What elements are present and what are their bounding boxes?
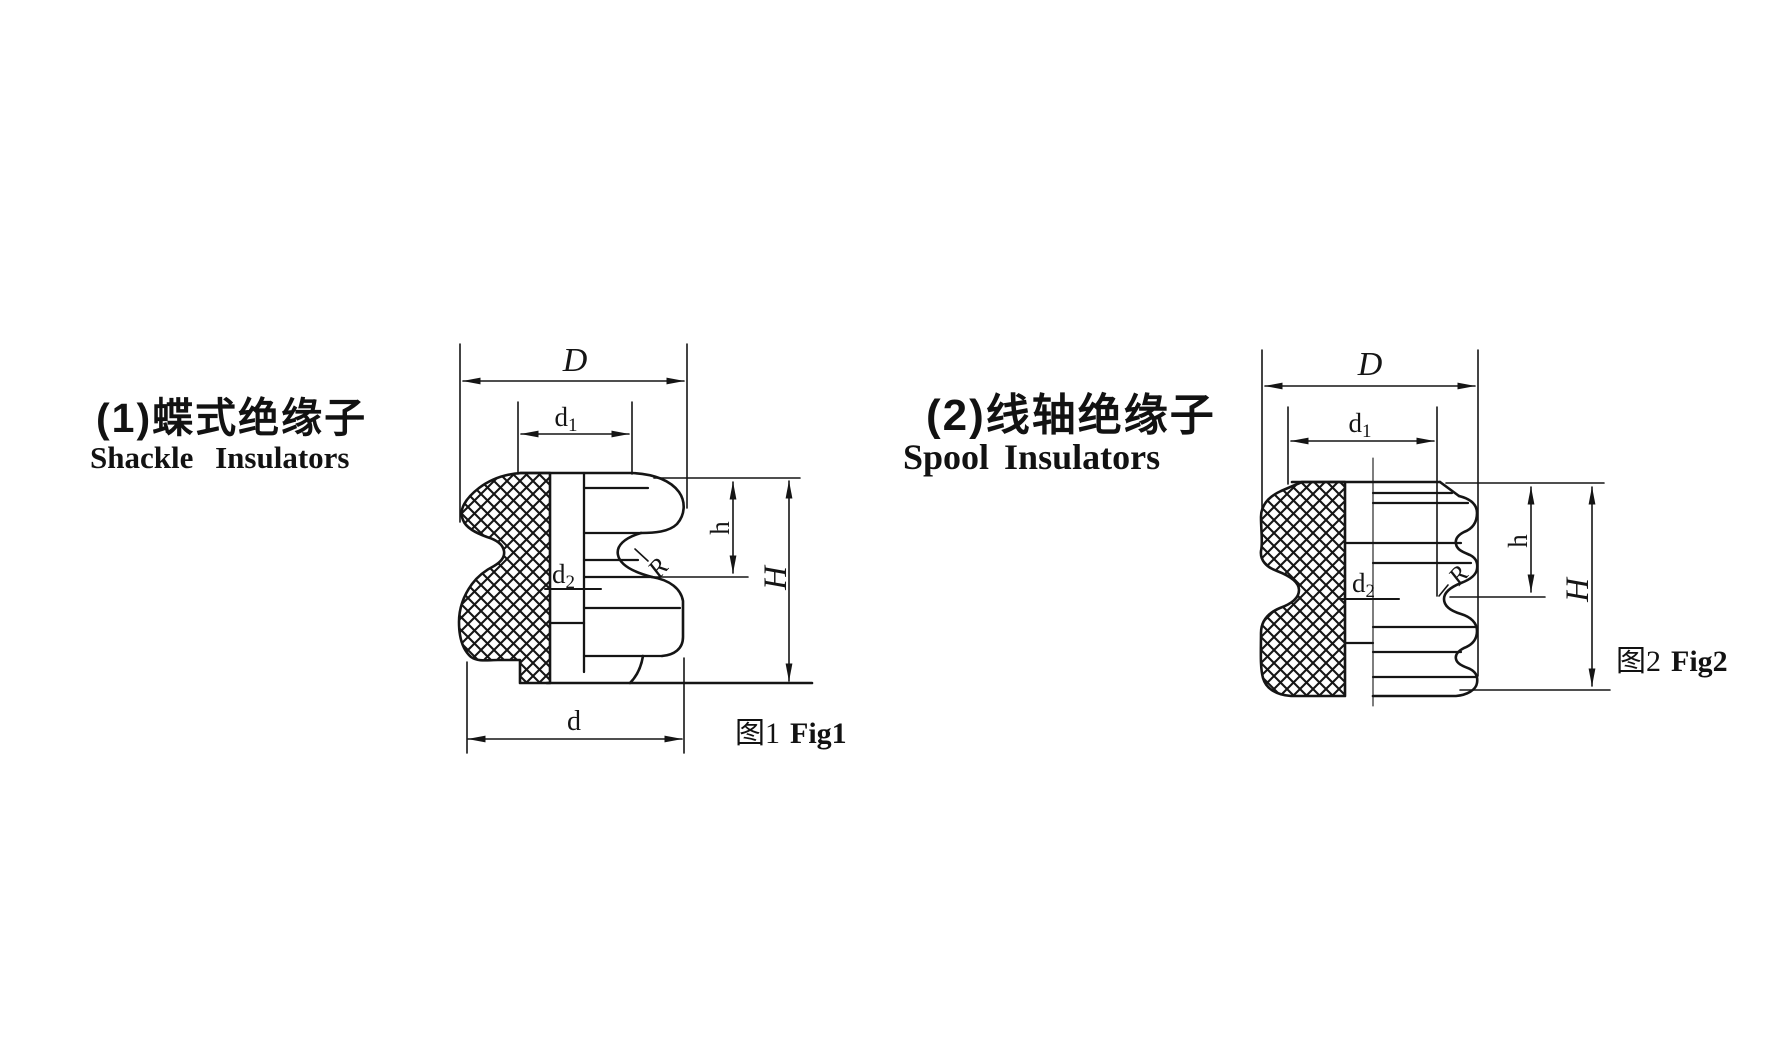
- spool-section-hatched: [1259, 480, 1347, 698]
- fig2-label-d2: d2: [1352, 568, 1375, 602]
- figure1-caption: 图1 Fig1: [735, 708, 847, 752]
- fig1-radius-leader: [634, 548, 649, 562]
- fig2-dim-d1: [1287, 406, 1438, 597]
- fig2-dim-D: [1261, 349, 1479, 677]
- fig1-label-d2: d2: [552, 559, 575, 593]
- figure2-caption-en: Fig2: [1671, 645, 1728, 678]
- fig1-label-d: d: [567, 706, 581, 737]
- figure2-title-english: Spool Insulators: [903, 437, 1161, 477]
- shackle-body-outline: [518, 471, 814, 685]
- spool-insulator-drawing: D d1 d2 R h H: [1259, 346, 1611, 707]
- fig1-dim-d1: [517, 401, 633, 475]
- shackle-section-hatched: [457, 471, 552, 685]
- shackle-pin-hole: [548, 471, 586, 674]
- fig1-dim-d: [466, 657, 685, 754]
- figure1-caption-zh: 图1: [735, 717, 780, 750]
- fig1-label-h: h: [705, 521, 735, 535]
- spool-body-detail-lines: [1343, 491, 1478, 679]
- spool-body-outline: [1290, 480, 1479, 698]
- figure1-caption-en: Fig1: [790, 717, 847, 750]
- figure2-title-chinese: (2)线轴绝缘子: [926, 391, 1216, 440]
- shackle-insulator-drawing: D d1 d2 R h H d: [457, 342, 814, 754]
- shackle-body-detail-lines: [582, 486, 682, 658]
- fig2-label-h: h: [1503, 534, 1533, 548]
- fig1-label-R: R: [641, 552, 674, 584]
- fig2-label-H: H: [1560, 576, 1596, 603]
- fig2-dim-H: [1459, 486, 1611, 691]
- fig1-label-D: D: [562, 342, 588, 379]
- figure2-caption-zh: 图2: [1616, 645, 1661, 678]
- fig1-dim-h: [651, 477, 801, 578]
- figure2-caption: 图2 Fig2: [1616, 636, 1728, 680]
- fig2-label-d1: d1: [1349, 408, 1372, 442]
- fig2-dim-h: [1445, 482, 1605, 598]
- figure1-title-chinese: (1)蝶式绝缘子: [96, 395, 368, 441]
- fig2-label-D: D: [1357, 346, 1383, 383]
- fig1-dim-D: [459, 343, 688, 523]
- fig2-radius-leader: [1438, 584, 1449, 597]
- fig1-label-d1: d1: [555, 402, 578, 436]
- figure1-title-english: Shackle Insulators: [90, 440, 350, 475]
- fig1-label-H: H: [758, 564, 794, 591]
